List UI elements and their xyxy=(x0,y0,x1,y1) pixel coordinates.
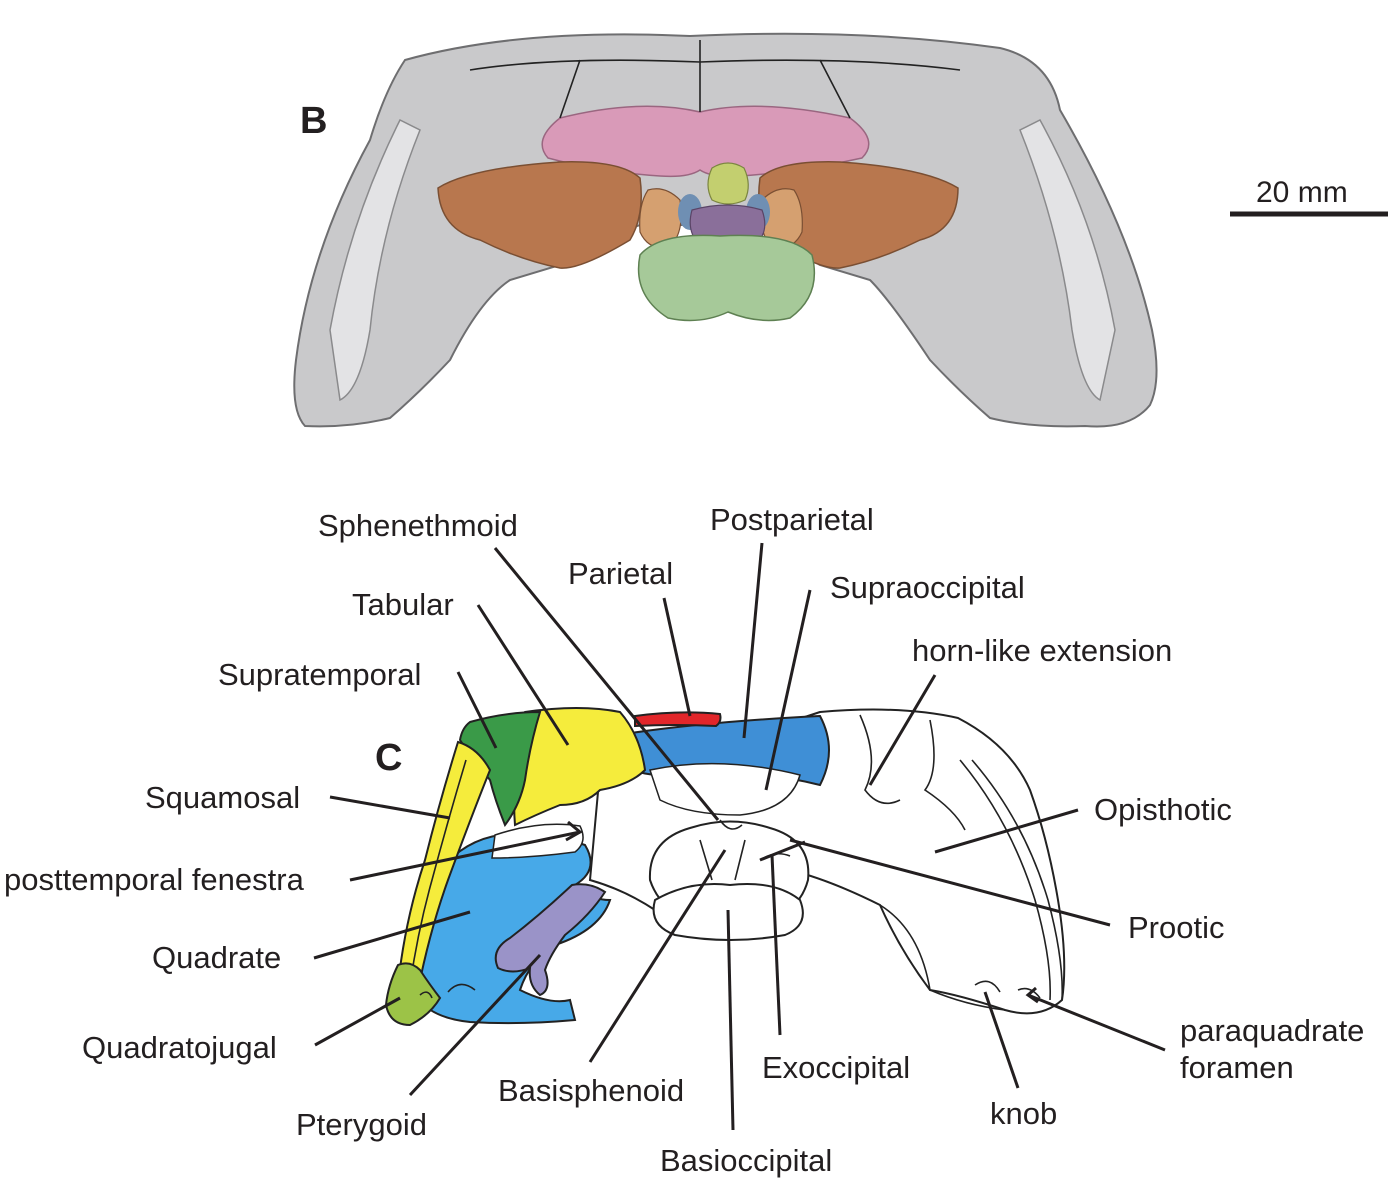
label-postparietal: Postparietal xyxy=(710,502,874,537)
leader-postparietal xyxy=(742,542,764,739)
label-supraoccipital: Supraoccipital xyxy=(830,570,1025,605)
label-paraquadrate-1: paraquadrate xyxy=(1180,1013,1364,1048)
label-prootic: Prootic xyxy=(1128,910,1224,945)
leader-horn-like xyxy=(868,674,937,786)
skull-silhouette xyxy=(293,32,1158,428)
supraoccipital-area xyxy=(649,762,801,816)
panel-c-drawing xyxy=(384,707,1066,1027)
label-quadratojugal: Quadratojugal xyxy=(82,1030,277,1065)
green-condyle xyxy=(637,234,816,322)
label-opisthotic: Opisthotic xyxy=(1094,792,1232,827)
leader-posttemporal-arrow xyxy=(565,820,583,842)
leader-quadratojugal xyxy=(314,996,401,1047)
right-arch xyxy=(1019,119,1116,402)
label-basioccipital: Basioccipital xyxy=(660,1143,832,1178)
right-quadrate-outline xyxy=(879,904,1041,1011)
quadrate-notch xyxy=(419,983,476,999)
label-squamosal: Squamosal xyxy=(145,780,300,815)
leader-posttemporal xyxy=(349,830,581,882)
leader-prootic-2 xyxy=(759,840,806,862)
panel-b-illustration xyxy=(293,32,1158,428)
scale-bar-label: 20 mm xyxy=(1256,176,1348,209)
brown-left xyxy=(437,161,642,269)
leader-lines xyxy=(313,542,1166,1131)
supratemporal-bone xyxy=(458,710,542,828)
label-horn-like: horn-like extension xyxy=(912,633,1172,668)
horn-area-lines xyxy=(859,714,966,831)
leader-paraquadrate xyxy=(1027,993,1166,1052)
pterygoid-bone xyxy=(494,883,607,997)
label-basisphenoid: Basisphenoid xyxy=(498,1073,684,1108)
leader-squamosal xyxy=(329,795,451,820)
label-sphenethmoid: Sphenethmoid xyxy=(318,508,518,543)
leader-quadrate xyxy=(313,910,471,960)
leader-basioccipital xyxy=(726,909,735,1131)
squamosal-inner-line xyxy=(409,759,467,986)
label-supratemporal: Supratemporal xyxy=(218,657,421,692)
panel-letter-c: C xyxy=(375,737,402,779)
leader-paraquadrate-arrow xyxy=(1025,986,1039,1004)
yellowgreen-region xyxy=(707,162,749,205)
right-arch-lines xyxy=(959,759,1064,1001)
label-quadrate: Quadrate xyxy=(152,940,281,975)
label-tabular: Tabular xyxy=(352,587,454,622)
labels: Sphenethmoid Postparietal Parietal Supra… xyxy=(4,502,1364,1178)
occipital-details xyxy=(699,819,791,881)
label-knob: knob xyxy=(990,1096,1057,1131)
roof-detail xyxy=(469,40,961,119)
label-exoccipital: Exoccipital xyxy=(762,1050,910,1085)
parietal-bone xyxy=(634,711,722,728)
leader-supratemporal xyxy=(456,671,498,749)
leader-tabular xyxy=(476,604,570,746)
leader-supraoccipital xyxy=(764,589,812,791)
leader-knob xyxy=(983,991,1020,1089)
label-parietal: Parietal xyxy=(568,556,673,591)
label-paraquadrate-2: foramen xyxy=(1180,1050,1294,1085)
label-posttemporal: posttemporal fenestra xyxy=(4,862,305,897)
leader-sphenethmoid xyxy=(493,547,720,821)
leader-opisthotic xyxy=(934,808,1079,854)
leader-prootic xyxy=(789,838,1111,927)
quadratojugal-bone xyxy=(384,962,442,1027)
leader-basisphenoid xyxy=(588,849,727,1063)
panel-letter-b: B xyxy=(300,100,327,142)
leader-exoccipital xyxy=(770,854,782,1036)
leader-pterygoid xyxy=(408,953,542,1097)
leader-parietal xyxy=(662,597,692,717)
scale-bar: 20 mm xyxy=(1230,176,1388,217)
label-pterygoid: Pterygoid xyxy=(296,1107,427,1142)
left-arch xyxy=(329,118,421,402)
